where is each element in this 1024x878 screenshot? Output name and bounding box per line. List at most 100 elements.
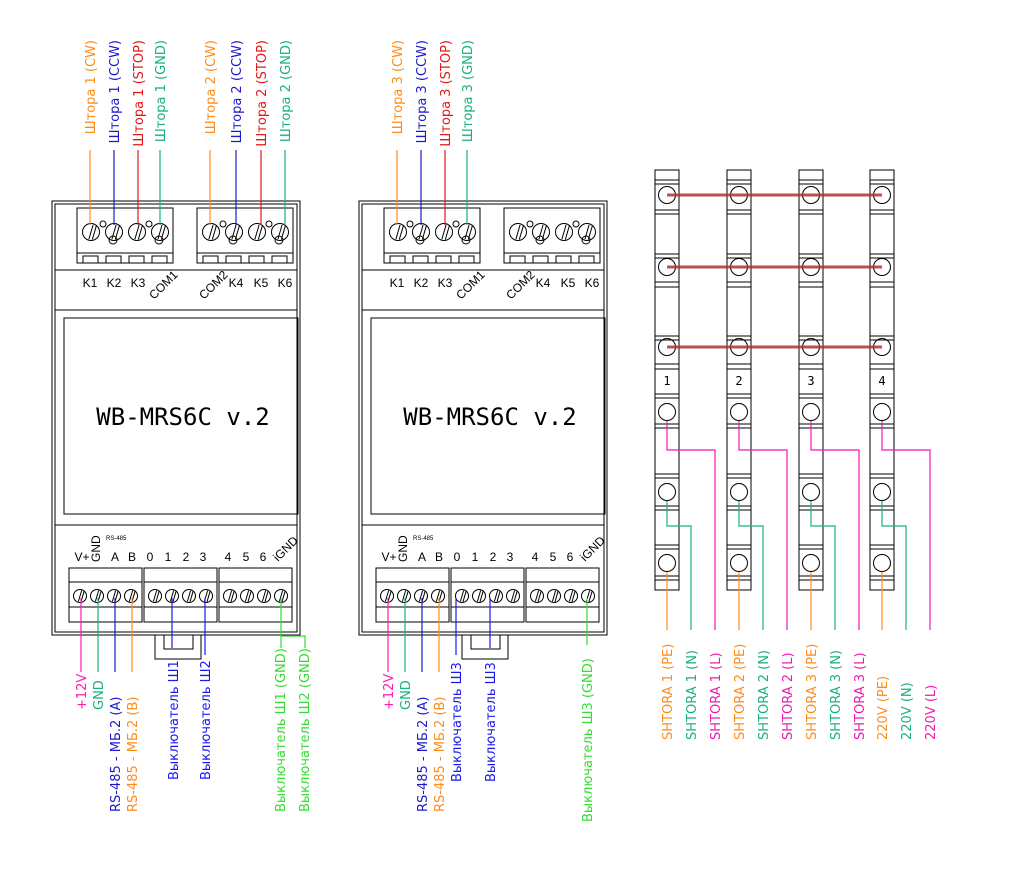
pin-label: 1 [472, 550, 479, 564]
pin-label: iGND [270, 533, 301, 564]
screw-slot [278, 590, 284, 602]
led-hole [535, 235, 545, 245]
top-terminal-block [76, 207, 174, 264]
screw-terminal [506, 589, 520, 603]
screw-slot [444, 225, 451, 240]
pin-label: K6 [278, 276, 293, 290]
pin-label: 4 [225, 550, 232, 564]
terminal-screw [658, 483, 676, 501]
pin-label: K5 [561, 276, 576, 290]
terminal-slot [578, 255, 595, 264]
wire-label: SHTORA 3 (PE) [805, 644, 820, 740]
screw-slot [510, 590, 516, 602]
screw-slot [496, 590, 501, 602]
terminal-block: 2 [726, 169, 752, 591]
screw-slot [551, 590, 557, 602]
screw-terminal [397, 589, 411, 603]
screw-slot [152, 590, 158, 602]
module-housing-inner [54, 203, 298, 633]
pin-label: 6 [567, 550, 574, 564]
module-title: WB-MRS6C v.2 [96, 403, 269, 431]
screw-slot [518, 225, 525, 240]
screw-slot [137, 225, 144, 240]
terminal-slot [82, 255, 99, 264]
screw-slot [571, 590, 576, 602]
screw-slot [94, 590, 100, 602]
screw-terminal [581, 589, 595, 603]
terminal-screw [730, 403, 748, 421]
wire-label: RS-485 - МБ.2 (B) [433, 697, 448, 812]
led-hole [228, 235, 238, 245]
terminal-wire [881, 421, 931, 630]
terminal-screw [802, 403, 820, 421]
led-hole [461, 235, 471, 245]
screw-slot [211, 225, 218, 240]
screw-terminal [202, 223, 220, 241]
pin-label: V+ [74, 550, 89, 564]
pin-label: K2 [107, 276, 122, 290]
screw-terminal [73, 589, 87, 603]
screw-slot [206, 590, 211, 602]
screw-slot [77, 590, 83, 602]
din-clip-inner [470, 634, 501, 650]
pin-label: V+ [381, 550, 396, 564]
terminal-screw [658, 554, 676, 572]
screw-slot [554, 590, 559, 602]
display-panel [63, 317, 299, 515]
screw-terminal [489, 589, 503, 603]
pin-label: 6 [260, 550, 267, 564]
pin-label: K4 [229, 276, 244, 290]
screw-terminal [90, 589, 104, 603]
wire-label: SHTORA 2 (PE) [733, 644, 748, 740]
screw-slot [186, 590, 192, 602]
pin-label: GND [396, 535, 410, 562]
screw-slot [189, 590, 194, 602]
wire-label: Выключатель Ш1 (GND) [274, 648, 289, 812]
led-hole [154, 235, 164, 245]
rs485-label: RS-485 [106, 536, 127, 542]
terminal-slot [458, 255, 475, 264]
pin-label: A [418, 550, 426, 564]
wire-label: GND [399, 680, 414, 710]
screw-slot [172, 590, 177, 602]
led-hole [406, 220, 414, 228]
terminal-number: 4 [878, 374, 885, 388]
screw-slot [247, 590, 252, 602]
screw-terminal [107, 589, 121, 603]
bottom-terminal-block [143, 567, 218, 623]
wire-label: Выключатель Ш1 [167, 660, 182, 780]
screw-terminal [380, 589, 394, 603]
screw-terminal [431, 589, 445, 603]
pin-label: K6 [585, 276, 600, 290]
pin-label: GND [89, 535, 103, 562]
screw-slot [418, 590, 424, 602]
pin-label: K1 [390, 276, 405, 290]
bottom-terminal-block [68, 567, 143, 623]
screw-terminal [199, 589, 213, 603]
terminal-screw [658, 403, 676, 421]
wire-label: Штора 3 (GND) [461, 40, 476, 142]
wire-label: Штора 3 (CCW) [415, 40, 430, 143]
screw-terminal [564, 589, 578, 603]
bottom-terminal-block [375, 567, 450, 623]
wire-label: 220V (PE) [876, 676, 891, 740]
wire-label: +12V [75, 674, 90, 710]
terminal-slot [225, 255, 242, 264]
wire-label: Выключатель Ш2 (GND) [298, 648, 313, 812]
screw-slot [513, 590, 518, 602]
terminal-wire [810, 421, 860, 630]
terminal-number: 1 [663, 374, 670, 388]
wire-label: SHTORA 3 (L) [853, 652, 868, 740]
screw-slot [459, 590, 465, 602]
wire-label: Штора 1 (CCW) [108, 40, 123, 143]
pin-label: B [435, 550, 443, 564]
screw-slot [561, 224, 567, 240]
terminal-slot [555, 255, 572, 264]
screw-terminal [414, 589, 428, 603]
terminal-slot [202, 255, 219, 264]
wire-label: SHTORA 1 (N) [685, 650, 700, 740]
screw-slot [564, 225, 571, 240]
screw-slot [155, 590, 160, 602]
led-hole [415, 235, 425, 245]
